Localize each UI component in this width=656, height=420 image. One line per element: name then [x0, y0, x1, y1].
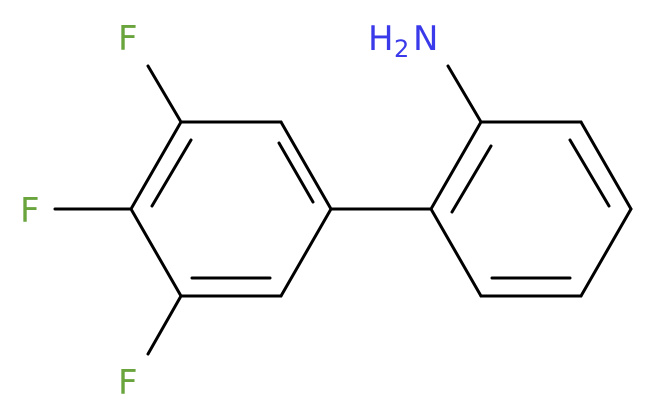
bond-c4-c5: [279, 120, 333, 211]
bond-r1-r2: [429, 120, 483, 211]
bond-cf-bottom: [146, 294, 183, 356]
bond-c1-c2: [129, 207, 183, 298]
fluorine-label-bottom: F: [118, 363, 138, 403]
bond-r6-r1: [429, 207, 483, 298]
bond-c5-c6: [279, 207, 333, 298]
fluorine-label-middle: F: [20, 191, 40, 231]
fluorine-label-top: F: [118, 19, 138, 59]
amine-label-h: H: [368, 19, 394, 59]
fluorine-bonds: [53, 64, 183, 356]
bond-c4-c5-inner: [277, 141, 315, 204]
bond-c2-c3: [129, 120, 183, 211]
bond-r1-r2-inner: [450, 144, 493, 214]
bond-r3-r4-inner: [568, 138, 611, 208]
bond-cn: [446, 64, 483, 124]
bond-c2-c3-inner: [150, 138, 193, 208]
bond-r4-r5: [579, 207, 633, 298]
bond-r3-r4: [579, 120, 633, 211]
left-ring: [129, 120, 333, 298]
right-ring: [429, 120, 633, 298]
amine-label-subscript: 2: [394, 35, 409, 63]
amine-label-n: N: [413, 19, 438, 59]
bond-cf-top: [146, 64, 183, 124]
